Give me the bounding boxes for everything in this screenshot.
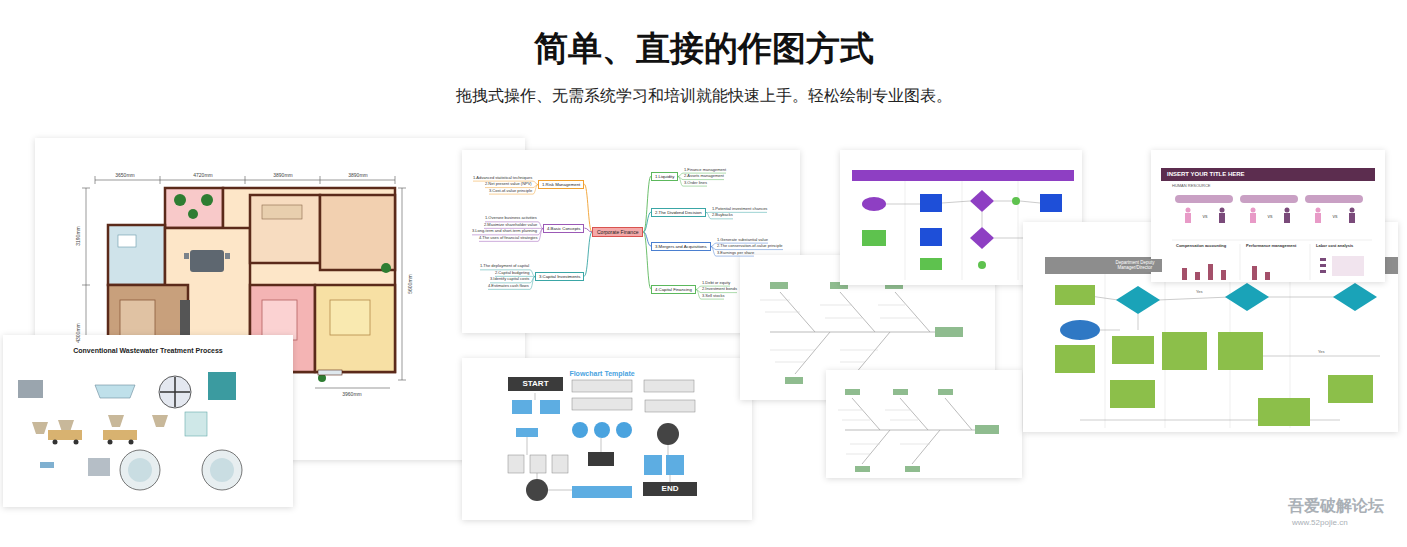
branch-connector xyxy=(643,176,651,232)
branch-connector xyxy=(643,212,651,232)
subtopic-label: 2.Maximize shareholder value xyxy=(484,223,537,228)
flowchart-template xyxy=(462,358,752,520)
wastewater-process xyxy=(3,335,293,507)
vs-label: vs xyxy=(1268,213,1273,219)
chart-title: Compensation accounting xyxy=(1176,244,1226,249)
subtopic-line xyxy=(706,213,733,219)
subtopic-label: 2.Investment bonds xyxy=(702,287,737,292)
vs-label: vs xyxy=(1333,213,1338,219)
page-title: 简单、直接的作图方式 xyxy=(0,28,1407,69)
dimension-label: 3960mm xyxy=(342,391,361,397)
terminal-box: START xyxy=(508,377,563,391)
subtopic-label: 3.Earnings per share xyxy=(717,251,754,256)
node-text: 4.Capital Financing xyxy=(655,287,692,292)
subtopic-label: 4.Estimates cash flows xyxy=(488,284,529,289)
main-topic: 3.Mergers and Acquisitions xyxy=(651,242,711,251)
dimension-label: 3190mm xyxy=(75,226,81,245)
subtopic-label: 2.The conservation-of-value principle xyxy=(717,244,783,249)
watermark: www.52pojie.cn xyxy=(1292,518,1348,528)
subtopic-label: 2.Buybacks xyxy=(712,213,733,218)
subtopic-label: 3.Identify capital costs xyxy=(490,277,529,282)
subtopic-label: 1.The deployment of capital xyxy=(480,264,529,269)
main-topic: 1.Liquidity xyxy=(651,172,678,181)
subtopic-label: 1.Potential investment chances xyxy=(712,207,767,212)
title-band: INSERT YOUR TITLE HERE xyxy=(1161,168,1375,181)
thumbnail-title: Conventional Wastewater Treatment Proces… xyxy=(73,347,223,355)
subtopic-line xyxy=(485,222,543,229)
page-caption: 拖拽式操作、无需系统学习和培训就能快速上手。轻松绘制专业图表。 xyxy=(0,86,1407,105)
vs-label: vs xyxy=(1203,213,1208,219)
node-text: 2.The Dividend Decision xyxy=(655,210,702,215)
watermark: 吾爱破解论坛 xyxy=(1288,496,1384,515)
subtopic-label: 1.Finance management xyxy=(684,168,726,173)
hr-infographic xyxy=(1151,150,1385,282)
subtopic-label: 2.Assets management xyxy=(684,174,724,179)
subtopic-label: 3.Long-term and short-term planning xyxy=(472,229,537,234)
subtopic-label: 2.Capital budgeting xyxy=(495,271,529,276)
lane-header: Department Deputy Manager/Director xyxy=(1108,259,1162,272)
subtopic-line xyxy=(490,277,535,283)
branch-connector xyxy=(584,184,592,232)
terminal-box: END xyxy=(643,482,697,496)
chart-title: Performance management xyxy=(1246,244,1296,249)
node-text: 1.Liquidity xyxy=(655,174,674,179)
subtopic-label: 1.Oversee business activities xyxy=(485,216,537,221)
main-topic: 2.The Dividend Decision xyxy=(651,208,706,217)
main-topic: 1.Risk Management xyxy=(538,180,584,189)
node-text: 4.Basic Concepts xyxy=(547,226,580,231)
subtopic-line xyxy=(472,229,543,235)
main-topic: 4.Capital Financing xyxy=(651,285,696,294)
branch-connector xyxy=(643,232,651,289)
node-text: 3.Capital Investments xyxy=(539,274,580,279)
subtopic-line xyxy=(480,270,535,277)
subtopic-label: 3.Order lines xyxy=(684,181,707,186)
thumbnail-subtitle: HUMAN RESOURCE xyxy=(1172,184,1210,189)
dimension-label: 5600mm xyxy=(407,274,413,293)
dimension-label: 4720mm xyxy=(193,172,212,178)
fishbone-diagram xyxy=(826,370,1022,478)
node-text: 3.Mergers and Acquisitions xyxy=(655,244,707,249)
dimension-label: 4300mm xyxy=(75,323,81,342)
branch-connector xyxy=(584,232,592,276)
node-text: Corporate Finance xyxy=(597,229,638,235)
branch-label: Yes xyxy=(1196,290,1203,295)
branch-label: Yes xyxy=(1318,350,1325,355)
dimension-label: 3650mm xyxy=(115,172,134,178)
subtopic-label: 4.The uses of financial strategies xyxy=(479,236,537,241)
subtopic-label: 3.Sell stocks xyxy=(702,294,724,299)
subtopic-label: 2.Net present value (NPV) xyxy=(485,182,532,187)
chart-title: Labor cost analysis xyxy=(1316,244,1353,249)
subtopic-label: 1.Advanced statistical techniques xyxy=(473,176,532,181)
node-text: 1.Risk Management xyxy=(542,182,580,187)
node-text: START xyxy=(508,379,563,389)
subtopic-line xyxy=(488,277,535,290)
main-topic: 4.Basic Concepts xyxy=(543,224,584,233)
dimension-label: 3890mm xyxy=(348,172,367,178)
node-text: INSERT YOUR TITLE HERE xyxy=(1167,171,1369,178)
main-topic: 3.Capital Investments xyxy=(535,272,584,281)
node-text: Department Deputy Manager/Director xyxy=(1110,260,1160,271)
subtopic-label: 1.Generate substantial value xyxy=(717,238,768,243)
node-text: END xyxy=(643,484,697,494)
thumbnail-title: Flowchart Template xyxy=(569,370,634,378)
subtopic-label: 3.Cost-of-value principle xyxy=(489,189,532,194)
subtopic-label: 1.Debt or equity xyxy=(702,281,730,286)
branch-connector xyxy=(584,228,592,232)
dimension-label: 3890mm xyxy=(273,172,292,178)
central-topic: Corporate Finance xyxy=(592,227,643,237)
